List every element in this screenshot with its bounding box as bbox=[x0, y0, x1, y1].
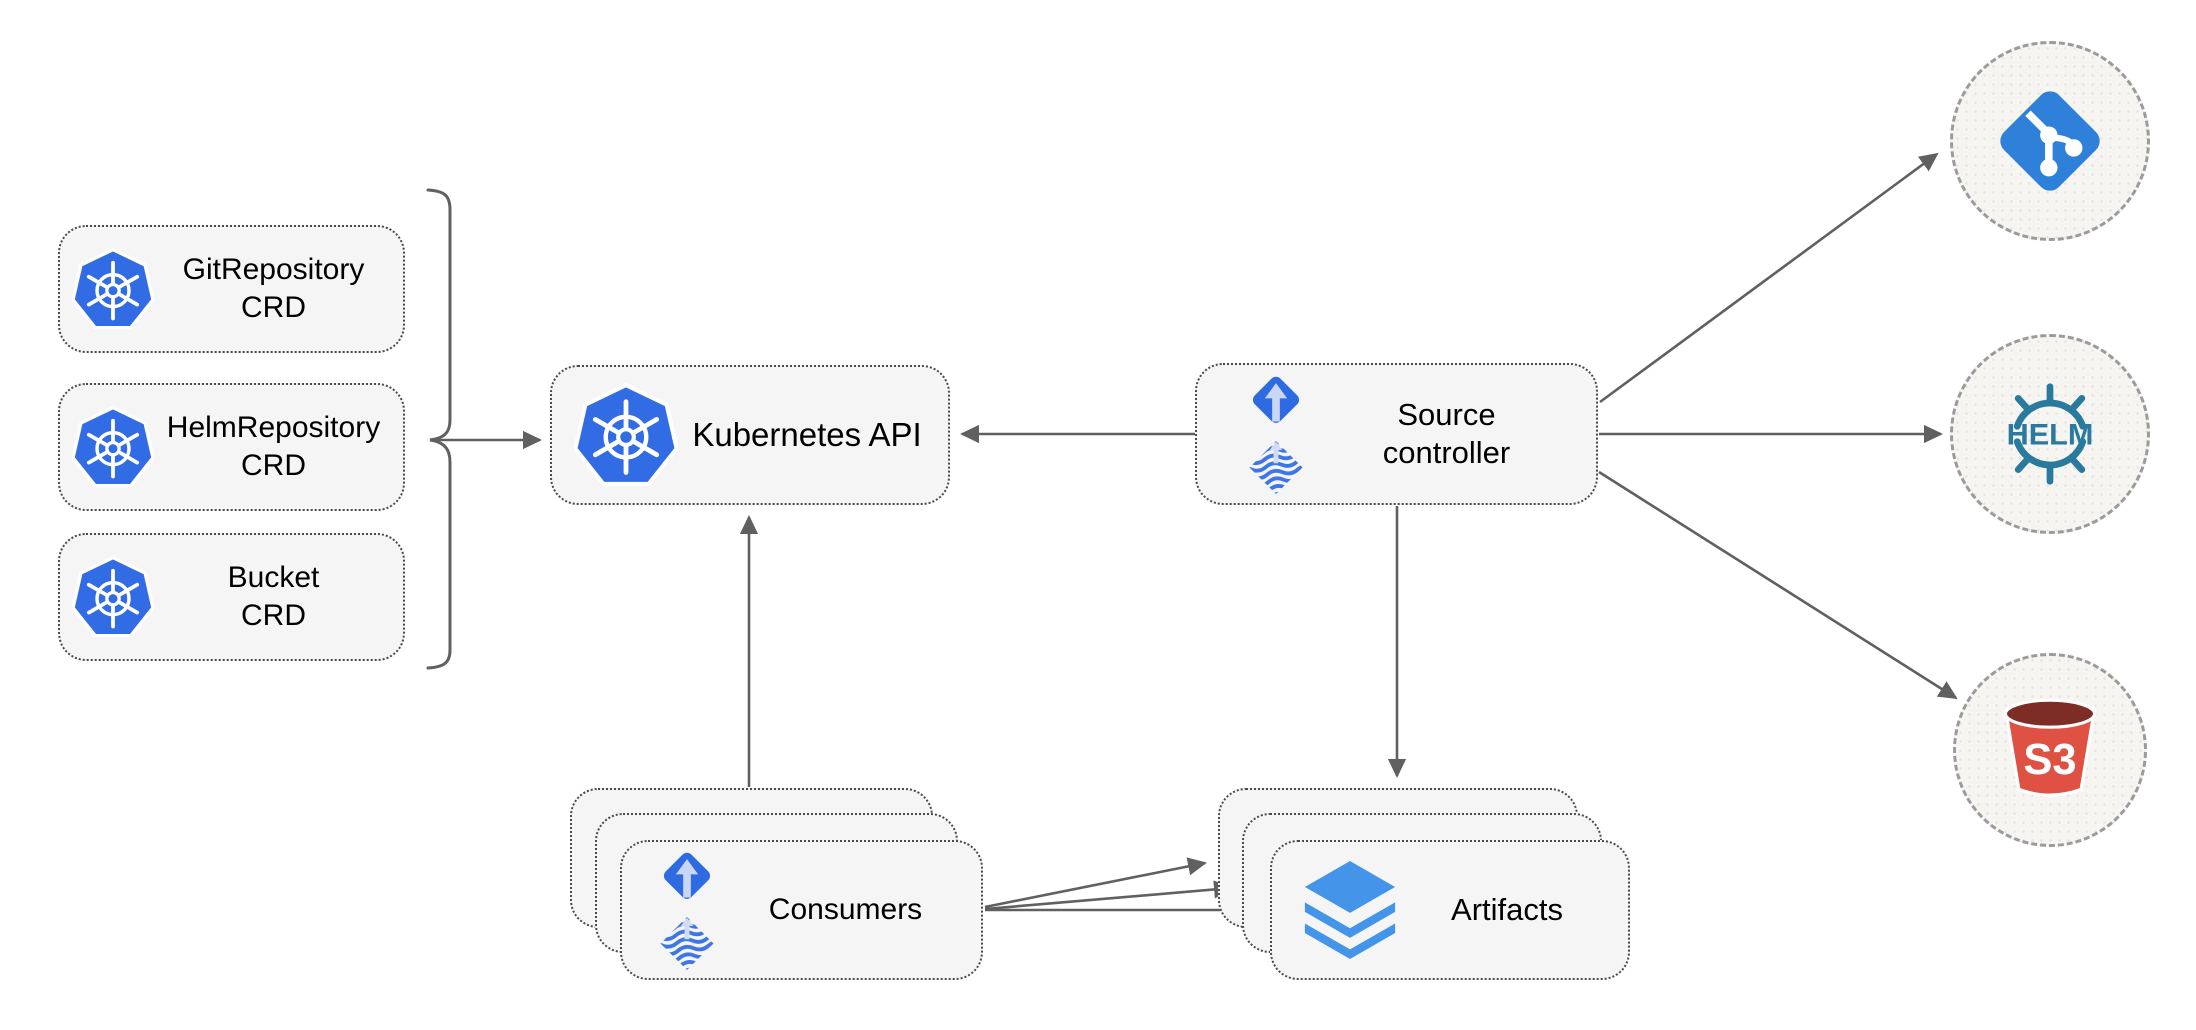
edge-consumers-to-artifacts-2 bbox=[984, 880, 1233, 911]
kubernetes-icon bbox=[574, 383, 678, 487]
node-artifacts-stack: Artifacts bbox=[1218, 788, 1630, 980]
endpoint-s3: S3 bbox=[1953, 653, 2147, 847]
node-consumers-stack: Consumers bbox=[570, 788, 983, 980]
crd-group-brace bbox=[426, 188, 452, 670]
edge-source-controller-to-git bbox=[1599, 152, 1939, 404]
endpoint-helm: HELM bbox=[1950, 334, 2150, 534]
consumers-label: Consumers bbox=[768, 893, 923, 926]
node-consumers: Consumers bbox=[620, 840, 983, 980]
helm-icon: HELM bbox=[2007, 383, 2094, 485]
s3-wordmark: S3 bbox=[2023, 736, 2076, 784]
edge-source-controller-to-s3 bbox=[1598, 470, 1958, 700]
flux-icon bbox=[652, 850, 722, 970]
flux-icon bbox=[1241, 374, 1311, 494]
node-artifacts: Artifacts bbox=[1270, 840, 1630, 980]
endpoint-git bbox=[1950, 41, 2150, 241]
s3-bucket-icon: S3 bbox=[2003, 698, 2097, 797]
git-icon bbox=[2000, 91, 2100, 191]
kubernetes-icon bbox=[72, 248, 154, 330]
kubernetes-api-label: Kubernetes API bbox=[692, 416, 922, 453]
kubernetes-icon bbox=[72, 406, 154, 488]
node-kubernetes-api: Kubernetes API bbox=[550, 365, 950, 505]
artifacts-label: Artifacts bbox=[1451, 892, 1563, 927]
kubernetes-icon bbox=[72, 556, 154, 638]
layers-icon bbox=[1304, 861, 1396, 959]
edge-consumers-to-artifacts-1 bbox=[984, 857, 1207, 909]
helm-wordmark: HELM bbox=[2007, 419, 2094, 452]
